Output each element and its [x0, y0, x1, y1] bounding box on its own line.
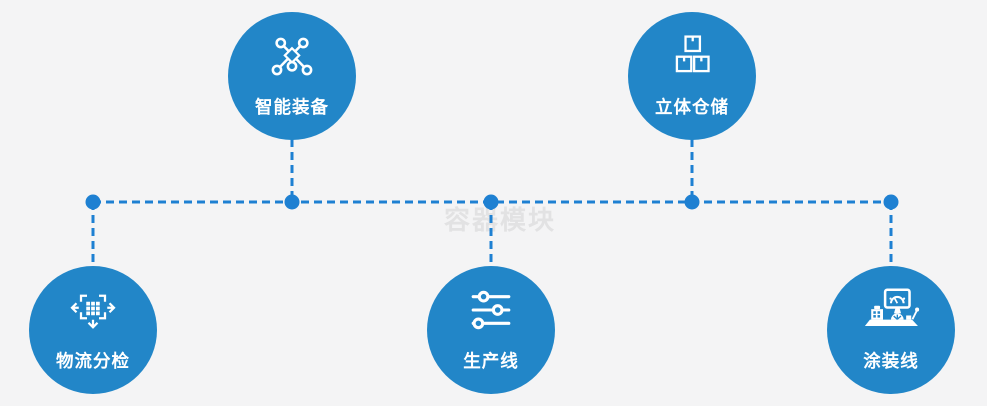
sliders-icon [467, 287, 515, 333]
node-painting-line: 涂装线 [827, 266, 955, 394]
node-label-painting-line: 涂装线 [863, 351, 919, 371]
junction-dot [483, 194, 499, 210]
boxes-icon [669, 33, 715, 79]
node-label-production-line: 生产线 [463, 351, 519, 371]
node-label-smart-equipment: 智能装备 [255, 97, 329, 117]
junction-dot [883, 194, 899, 210]
node-logistics-sorting: 物流分检 [29, 266, 157, 394]
node-smart-equipment: 智能装备 [228, 12, 356, 140]
sort-arrows-icon [69, 287, 117, 333]
watermark-text: 容器模块 [444, 205, 557, 235]
node-label-warehouse: 立体仓储 [655, 97, 729, 117]
junction-dot [684, 194, 700, 210]
node-label-logistics-sorting: 物流分检 [56, 351, 130, 371]
junction-dot [85, 194, 101, 210]
machine-icon [859, 287, 923, 333]
junction-dot [284, 194, 300, 210]
node-warehouse: 立体仓储 [628, 12, 756, 140]
node-production-line: 生产线 [427, 266, 555, 394]
network-icon [268, 33, 316, 79]
